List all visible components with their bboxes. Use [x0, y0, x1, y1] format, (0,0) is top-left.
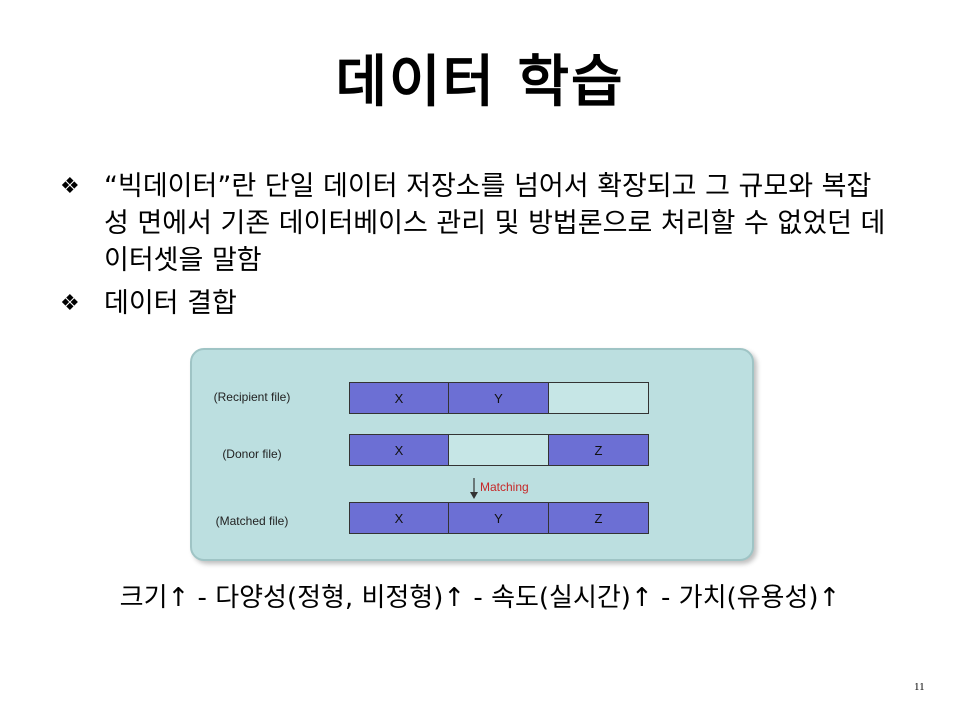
field-cell: Y — [449, 382, 549, 414]
diamond-bullet-icon: ❖ — [60, 174, 80, 199]
down-arrow-icon — [470, 478, 478, 499]
slide-title: 데이터 학습 — [335, 50, 625, 115]
file-row-recipient: X Y — [349, 382, 649, 414]
page-number: 11 — [914, 681, 925, 693]
bullet-list: ❖ “빅데이터”란 단일 데이터 저장소를 넘어서 확장되고 그 규모와 복잡성… — [60, 168, 900, 329]
file-row-donor: X Z — [349, 434, 649, 466]
field-cell — [449, 434, 549, 466]
field-cell: Z — [549, 502, 649, 534]
bullet-item: ❖ “빅데이터”란 단일 데이터 저장소를 넘어서 확장되고 그 규모와 복잡성… — [60, 168, 900, 279]
field-cell: Y — [449, 502, 549, 534]
row-label-donor: (Donor file) — [222, 447, 282, 461]
bullet-text: “빅데이터”란 단일 데이터 저장소를 넘어서 확장되고 그 규모와 복잡성 면… — [104, 171, 886, 276]
bullet-text: 데이터 결합 — [104, 288, 237, 319]
field-cell: X — [349, 382, 449, 414]
field-cell — [549, 382, 649, 414]
diamond-bullet-icon: ❖ — [60, 291, 80, 316]
row-label-recipient: (Recipient file) — [213, 390, 291, 404]
row-label-matched: (Matched file) — [215, 514, 289, 528]
summary-line: 크기↑ - 다양성(정형, 비정형)↑ - 속도(실시간)↑ - 가치(유용성)… — [119, 583, 841, 613]
field-cell: Z — [549, 434, 649, 466]
data-matching-diagram: (Recipient file) X Y (Donor file) X Z Ma… — [190, 348, 754, 561]
matching-label: Matching — [480, 480, 529, 494]
file-row-matched: X Y Z — [349, 502, 649, 534]
field-cell: X — [349, 502, 449, 534]
field-cell: X — [349, 434, 449, 466]
bullet-item: ❖ 데이터 결합 — [60, 285, 900, 323]
